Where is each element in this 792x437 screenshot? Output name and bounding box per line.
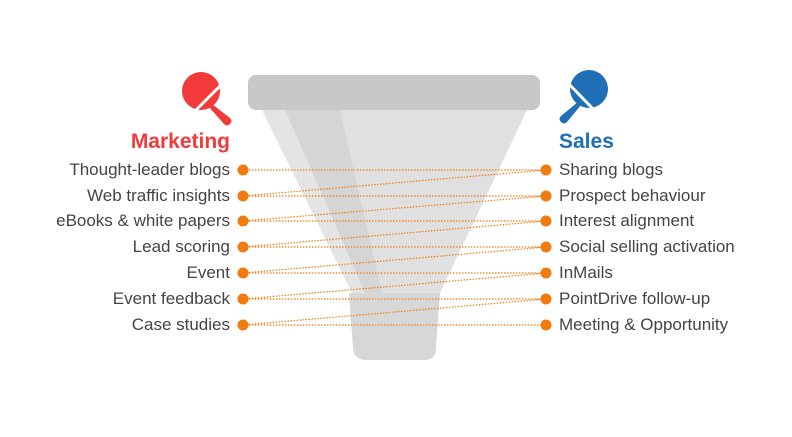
sales-item: Interest alignment bbox=[559, 211, 695, 230]
connector-dot bbox=[540, 164, 552, 176]
marketing-item: Lead scoring bbox=[132, 237, 230, 256]
connector-dot bbox=[237, 241, 249, 253]
sales-item: Prospect behaviour bbox=[559, 186, 706, 205]
marketing-item: Case studies bbox=[131, 315, 230, 334]
connector-dot bbox=[237, 190, 249, 202]
marketing-heading: Marketing bbox=[130, 130, 230, 153]
sales-heading: Sales bbox=[559, 130, 614, 153]
marketing-item: Event bbox=[186, 263, 230, 282]
connector-dot bbox=[540, 190, 552, 202]
sales-paddle-icon bbox=[559, 70, 608, 124]
sales-item: InMails bbox=[559, 263, 613, 282]
sales-item: PointDrive follow-up bbox=[559, 289, 711, 308]
sales-item: Meeting & Opportunity bbox=[559, 315, 729, 334]
connector-line bbox=[242, 298, 547, 326]
sales-item: Social selling activation bbox=[559, 237, 735, 256]
connectors bbox=[237, 164, 552, 331]
connector-dot bbox=[237, 293, 249, 305]
connector-line bbox=[242, 195, 547, 222]
connector-line bbox=[242, 220, 547, 248]
marketing-item: Web traffic insights bbox=[87, 186, 230, 205]
connector-dot bbox=[540, 293, 552, 305]
connector-dot bbox=[237, 164, 249, 176]
connector-line bbox=[242, 272, 547, 300]
connector-line bbox=[242, 169, 547, 197]
connector-dot bbox=[237, 267, 249, 279]
connector-dot bbox=[540, 215, 552, 227]
connector-dot bbox=[237, 215, 249, 227]
connector-line bbox=[242, 246, 547, 274]
connector-dot bbox=[540, 267, 552, 279]
marketing-item: Thought-leader blogs bbox=[69, 160, 230, 179]
sales-item: Sharing blogs bbox=[559, 160, 663, 179]
marketing-item: Event feedback bbox=[112, 289, 230, 308]
marketing-paddle-icon bbox=[182, 72, 232, 126]
connector-dot bbox=[237, 319, 249, 331]
connector-dot bbox=[540, 241, 552, 253]
connector-dot bbox=[540, 319, 552, 331]
marketing-item: eBooks & white papers bbox=[56, 211, 230, 230]
